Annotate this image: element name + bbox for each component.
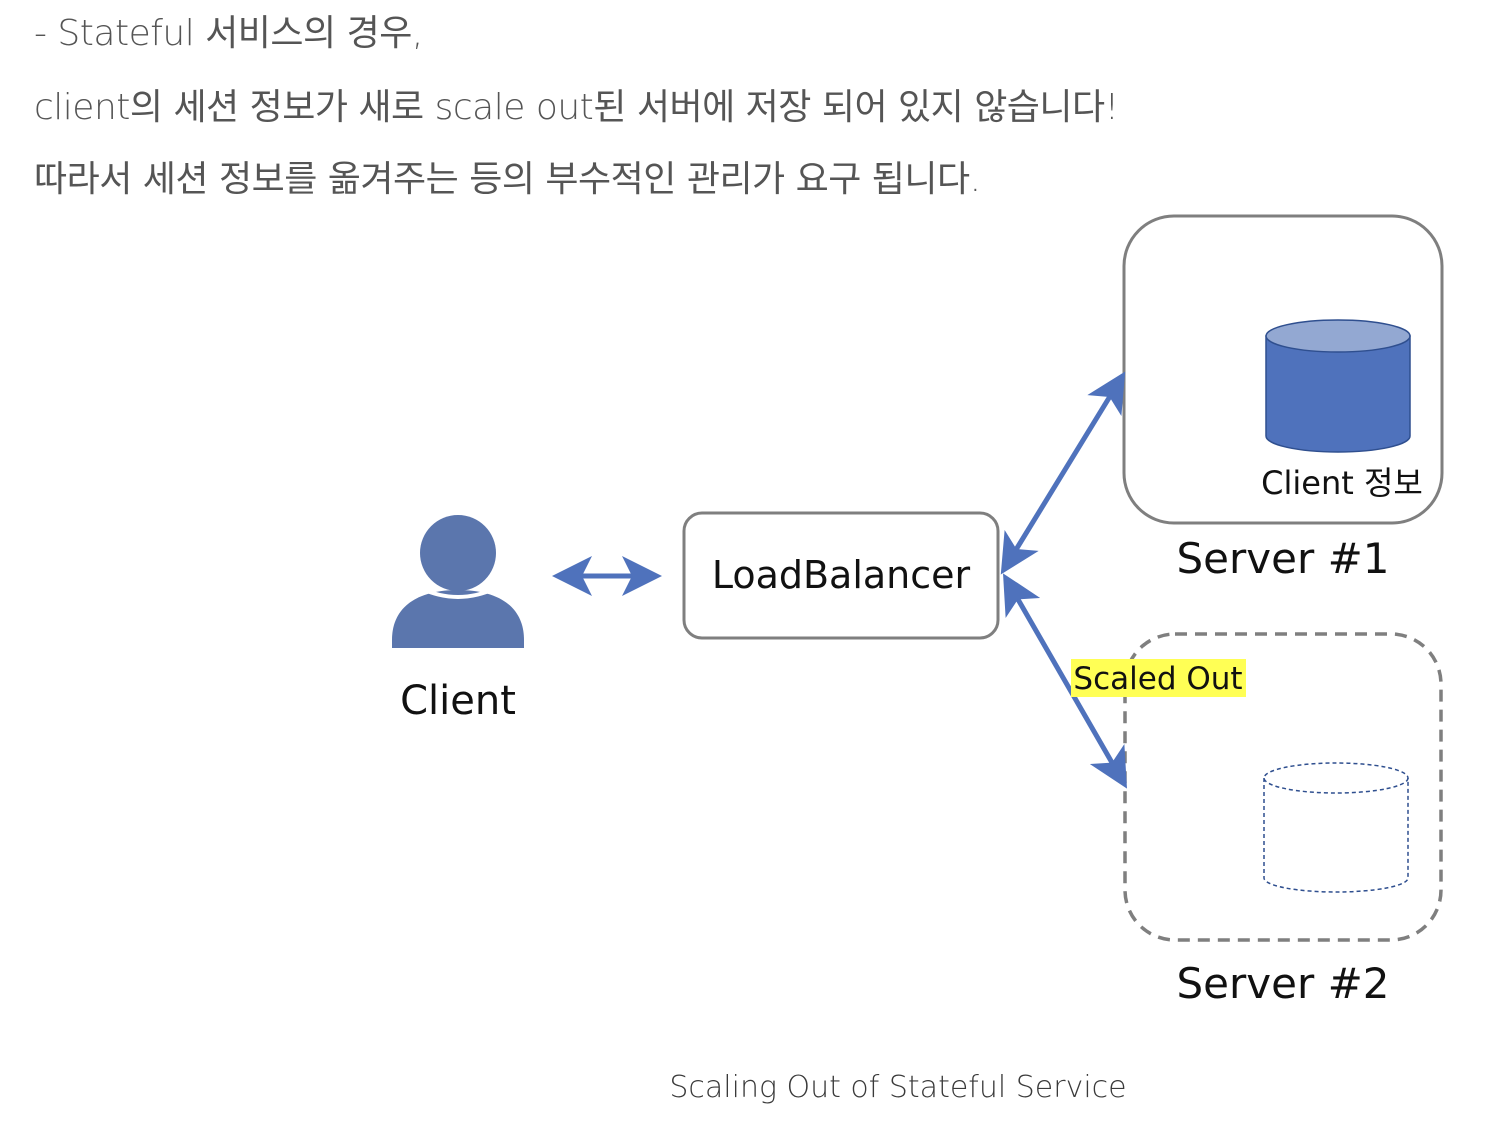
server1-label: Server #1 xyxy=(1177,534,1390,583)
server2-database-placeholder-icon xyxy=(1263,762,1409,893)
load-balancer-box xyxy=(682,511,1000,640)
scaled-out-highlight xyxy=(1071,659,1246,697)
figure-caption: Scaling Out of Stateful Service xyxy=(669,1070,1127,1105)
client-person-icon xyxy=(392,515,524,648)
paragraph-line-2: client의 세션 정보가 새로 scale out된 서버에 저장 되어 있… xyxy=(34,87,1119,128)
server2-label: Server #2 xyxy=(1177,959,1390,1008)
scaled-out-label: Scaled Out xyxy=(1073,661,1242,697)
server2-box xyxy=(1123,632,1443,942)
load-balancer-label: LoadBalancer xyxy=(712,553,971,597)
server1-database-icon xyxy=(1265,319,1411,453)
client-label: Client xyxy=(400,678,516,724)
lb-server2-arrow xyxy=(1003,573,1127,789)
server1-db-label: Client 정보 xyxy=(1261,464,1423,502)
paragraph-line-1: - Stateful 서비스의 경우, xyxy=(34,13,423,54)
lb-server1-arrow xyxy=(1000,371,1126,575)
paragraph-line-3: 따라서 세션 정보를 옮겨주는 등의 부수적인 관리가 요구 됩니다. xyxy=(34,159,981,200)
